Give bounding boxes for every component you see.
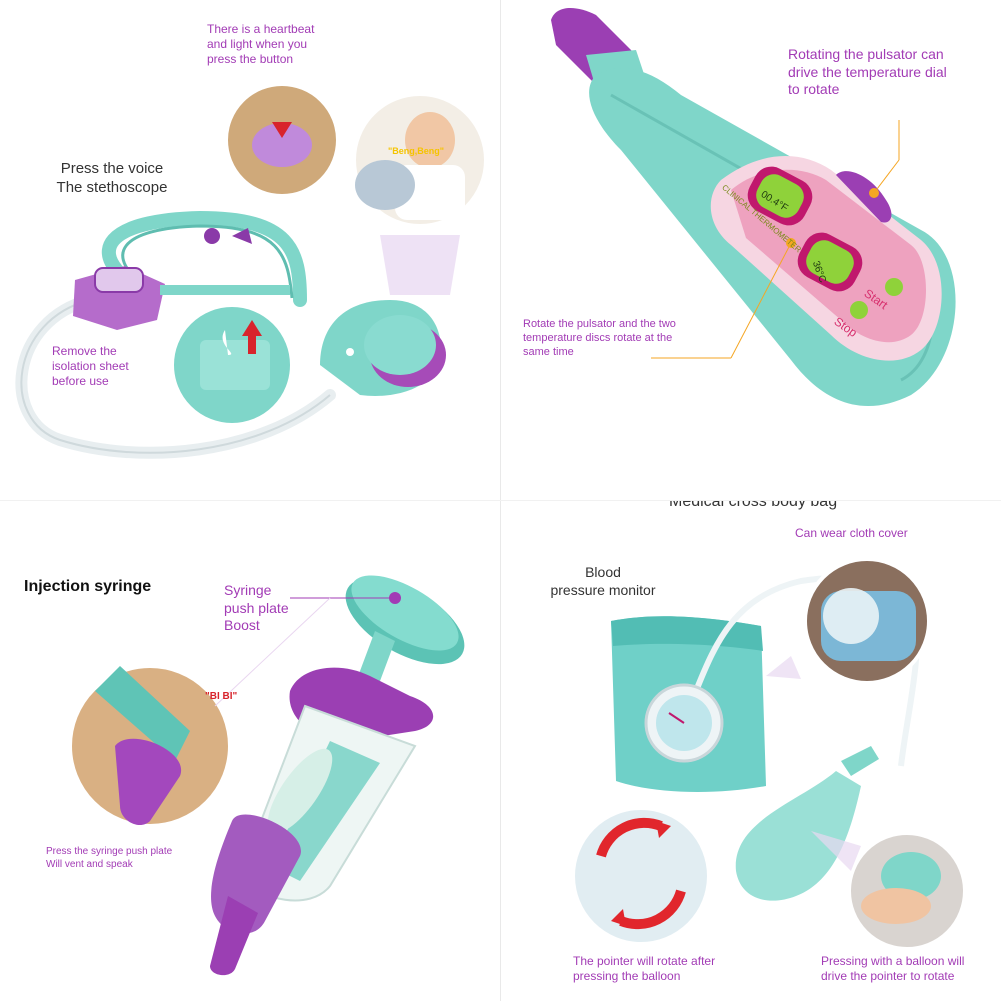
cloth-cover-note: Can wear cloth cover bbox=[795, 526, 908, 540]
blood-pressure-illustration bbox=[571, 557, 967, 951]
stethoscope-panel: There is a heartbeat and light when you … bbox=[0, 0, 500, 500]
pulsator-line-3: to rotate bbox=[788, 81, 840, 97]
bibi-sound-tag: "BI BI" bbox=[205, 691, 238, 702]
pulsator-line-2: drive the temperature dial bbox=[788, 63, 947, 80]
isolation-line-1: Remove the bbox=[52, 344, 117, 358]
pulsator-note: Rotating the pulsator can drive the temp… bbox=[788, 46, 947, 99]
syringe-illustration bbox=[68, 575, 465, 976]
vent-speak-note: Press the syringe push plate Will vent a… bbox=[46, 846, 172, 871]
discs-line-2: temperature discs rotate at the bbox=[523, 331, 673, 344]
heartbeat-line-3: press the button bbox=[207, 52, 294, 66]
push-plate-line-3: Boost bbox=[224, 617, 260, 633]
discs-line-3: same time bbox=[523, 345, 574, 358]
thermometer-illustration bbox=[551, 8, 956, 407]
stethoscope-illustration bbox=[15, 82, 488, 459]
push-plate-note: Syringe push plate Boost bbox=[224, 582, 289, 635]
bag-title: Medical cross body bag bbox=[669, 501, 838, 510]
isolation-line-2: isolation sheet bbox=[52, 359, 129, 373]
push-plate-line-2: push plate bbox=[224, 599, 289, 616]
discs-note: Rotate the pulsator and the two temperat… bbox=[523, 318, 676, 359]
stethoscope-title-line-2: The stethoscope bbox=[56, 178, 168, 196]
heartbeat-line-1: There is a heartbeat bbox=[207, 22, 315, 36]
syringe-title: Injection syringe bbox=[24, 578, 152, 595]
isolation-line-3: before use bbox=[52, 374, 109, 388]
pointer-note: The pointer will rotate after pressing t… bbox=[573, 954, 715, 984]
stethoscope-title: Press the voice The stethoscope bbox=[42, 160, 182, 198]
vent-speak-line-1: Press the syringe push plate bbox=[46, 846, 173, 857]
heartbeat-note: There is a heartbeat and light when you … bbox=[207, 22, 314, 67]
monitor-title: Blood pressure monitor bbox=[543, 564, 663, 599]
monitor-title-line-1: Blood bbox=[585, 564, 621, 580]
balloon-line-2: drive the pointer to rotate bbox=[821, 969, 955, 983]
pointer-line-2: pressing the balloon bbox=[573, 969, 681, 983]
beng-sound-tag: "Beng,Beng" bbox=[388, 146, 445, 156]
push-plate-line-1: Syringe bbox=[224, 582, 272, 598]
monitor-title-line-2: pressure monitor bbox=[550, 581, 656, 598]
heartbeat-line-2: and light when you bbox=[207, 37, 308, 51]
isolation-note: Remove the isolation sheet before use bbox=[52, 344, 129, 389]
bag-panel: Medical cross body bag Can wear cloth co… bbox=[501, 501, 1001, 1001]
vent-speak-line-2: Will vent and speak bbox=[46, 858, 133, 870]
stethoscope-title-line-1: Press the voice bbox=[60, 160, 164, 177]
horizontal-divider bbox=[0, 500, 1001, 501]
pointer-line-1: The pointer will rotate after bbox=[573, 954, 716, 968]
balloon-line-1: Pressing with a balloon will bbox=[821, 954, 965, 968]
syringe-panel: Injection syringe Syringe push plate Boo… bbox=[0, 501, 500, 1001]
pulsator-line-1: Rotating the pulsator can bbox=[788, 46, 944, 62]
discs-line-1: Rotate the pulsator and the two bbox=[523, 318, 676, 330]
thermometer-panel: Rotating the pulsator can drive the temp… bbox=[501, 0, 1001, 500]
balloon-note: Pressing with a balloon will drive the p… bbox=[821, 954, 964, 984]
